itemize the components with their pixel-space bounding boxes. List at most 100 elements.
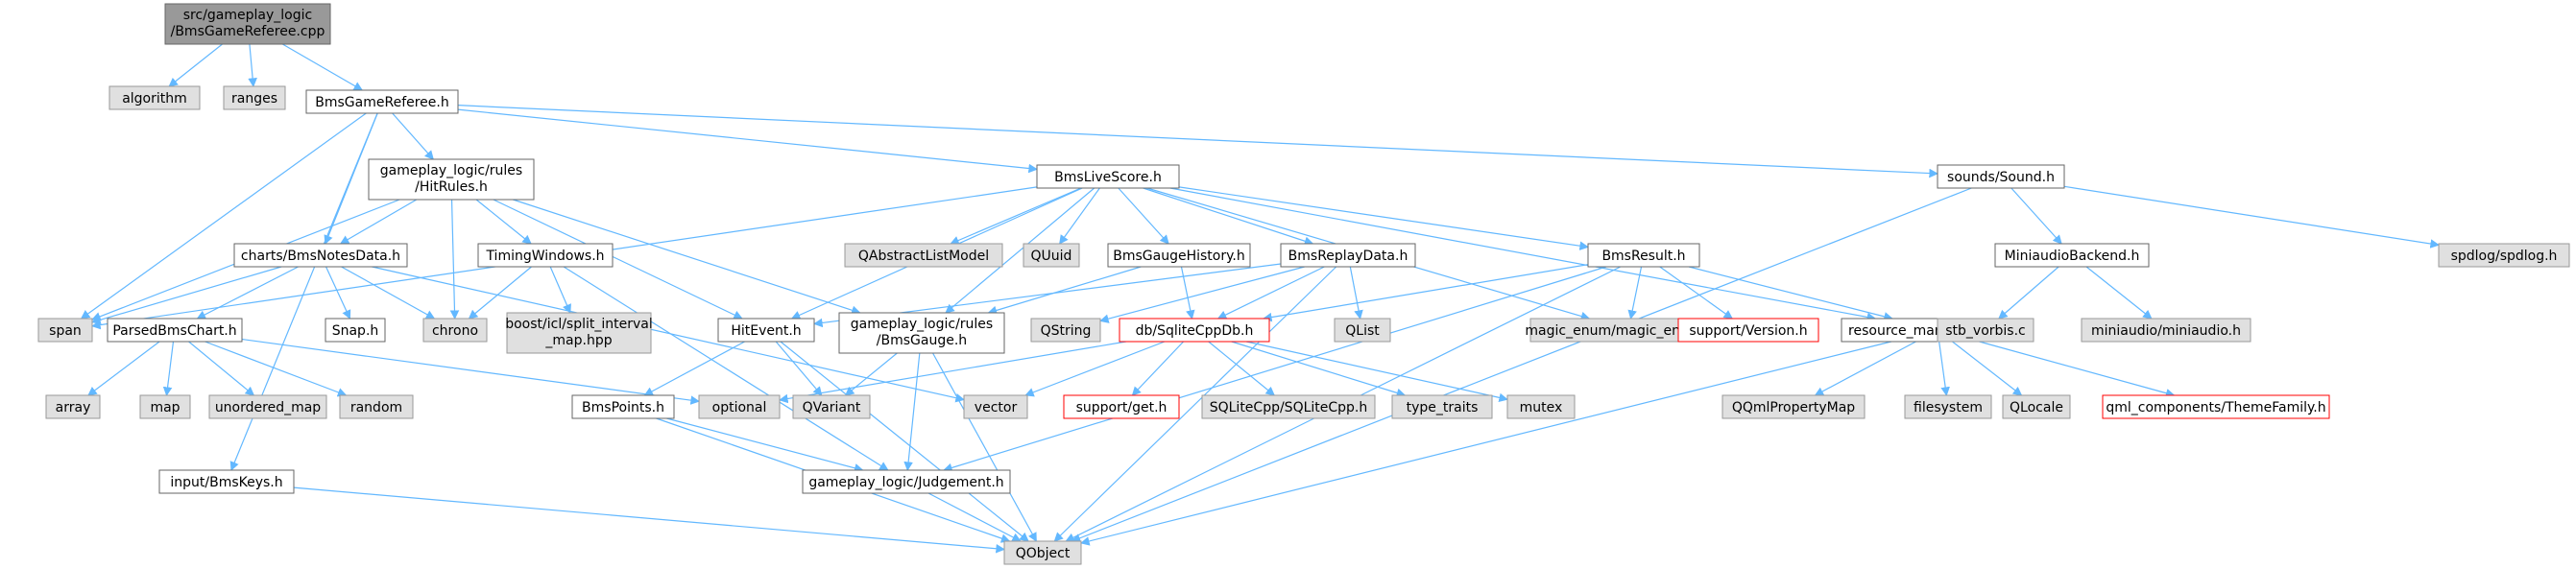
node-label-gaugehistory: BmsGaugeHistory.h	[1113, 249, 1244, 264]
node-gaugehistory[interactable]: BmsGaugeHistory.h	[1107, 243, 1251, 268]
node-judgement[interactable]: gameplay_logic/Judgement.h	[802, 469, 1011, 494]
node-box-unordered_map	[208, 394, 327, 419]
edge-parsedchart-to-array	[87, 341, 160, 396]
node-qlocale: QLocale	[2002, 394, 2071, 419]
node-box-sqlitedb	[1119, 318, 1270, 343]
edge-sound-to-spdlog	[2063, 185, 2440, 249]
node-box-vector	[963, 394, 1028, 419]
node-label-hitrules: gameplay_logic/rules	[380, 163, 522, 178]
node-box-referee_h	[305, 89, 459, 114]
node-box-qvariant	[792, 394, 871, 419]
node-parsedchart[interactable]: ParsedBmsChart.h	[107, 318, 243, 343]
node-bmspoints[interactable]: BmsPoints.h	[571, 394, 675, 419]
node-label-filesystem: filesystem	[1914, 400, 1983, 415]
node-label-algorithm: algorithm	[122, 91, 187, 107]
node-timingwindows[interactable]: TimingWindows.h	[477, 243, 614, 268]
edge-referee_h-to-hitrules	[392, 112, 434, 160]
node-version: support/Version.h	[1677, 318, 1819, 343]
node-label-boosticl: boost/icl/split_interval	[505, 317, 653, 332]
edge-bmspoints-to-judgement	[666, 417, 864, 473]
edge-parsedchart-to-unordered_map	[188, 341, 255, 396]
node-replaydata[interactable]: BmsReplayData.h	[1280, 243, 1416, 268]
node-qvariant: QVariant	[792, 394, 871, 419]
node-hitevent[interactable]: HitEvent.h	[717, 318, 815, 343]
edge-root-to-ranges	[248, 43, 257, 87]
node-result[interactable]: BmsResult.h	[1587, 243, 1700, 268]
edge-gaugehistory-to-sqlitedb	[1180, 266, 1195, 320]
edge-gaugehistory-to-gauge	[987, 266, 1142, 316]
edge-gauge-to-qvariant	[844, 352, 898, 396]
node-box-bmskeys	[158, 469, 295, 494]
edge-timingwindows-to-boosticl	[549, 266, 571, 314]
node-array: array	[45, 394, 101, 419]
node-label-span: span	[49, 323, 82, 339]
node-map: map	[139, 394, 191, 419]
node-box-livescore	[1036, 164, 1180, 189]
node-box-quuid	[1023, 243, 1080, 268]
node-label-sqlitedb: db/SqliteCppDb.h	[1136, 323, 1254, 339]
node-box-hitrules	[368, 158, 535, 201]
node-box-spdlog	[2438, 243, 2570, 268]
node-label-boosticl: _map.hpp	[544, 333, 612, 348]
edge-livescore-to-vars	[1169, 187, 1877, 322]
dependency-nodes: src/gameplay_logic/BmsGameReferee.cppalg…	[37, 3, 2570, 565]
node-box-random	[339, 394, 414, 419]
edge-result-to-judgement	[943, 266, 1607, 473]
node-sound[interactable]: sounds/Sound.h	[1937, 164, 2065, 189]
edge-vars-to-qobject	[1080, 341, 1891, 546]
node-bmskeys[interactable]: input/BmsKeys.h	[158, 469, 295, 494]
node-qabstract: QAbstractListModel	[844, 243, 1003, 268]
node-box-parsedchart	[107, 318, 243, 343]
node-livescore[interactable]: BmsLiveScore.h	[1036, 164, 1180, 189]
node-miniaudiobackend[interactable]: MiniaudioBackend.h	[1994, 243, 2150, 268]
node-label-referee_h: BmsGameReferee.h	[315, 95, 448, 110]
node-label-stbvorbis: stb_vorbis.c	[1945, 323, 2026, 339]
node-label-snap: Snap.h	[332, 323, 379, 339]
node-hitrules[interactable]: gameplay_logic/rules/HitRules.h	[368, 158, 535, 201]
edge-vars-to-themefamily	[1979, 341, 2176, 398]
edge-vars-to-qqmlprop	[1814, 341, 1916, 396]
node-label-miniaudio: miniaudio/miniaudio.h	[2091, 323, 2241, 339]
node-label-parsedchart: ParsedBmsChart.h	[112, 323, 236, 339]
node-box-boosticl	[506, 312, 652, 354]
node-box-qobject	[1003, 540, 1082, 565]
node-root[interactable]: src/gameplay_logic/BmsGameReferee.cpp	[164, 3, 331, 45]
edge-result-to-version	[1659, 266, 1734, 320]
node-notesdata[interactable]: charts/BmsNotesData.h	[233, 243, 408, 268]
node-label-unordered_map: unordered_map	[215, 400, 321, 415]
edge-result-to-magicenum	[1627, 266, 1643, 320]
node-span: span	[37, 318, 93, 343]
edge-sqlitedb-to-supportget	[1131, 341, 1185, 396]
node-box-bmspoints	[571, 394, 675, 419]
node-snap[interactable]: Snap.h	[325, 318, 386, 343]
node-box-mutex	[1506, 394, 1576, 419]
edge-parsedchart-to-random	[205, 341, 348, 397]
node-box-timingwindows	[477, 243, 614, 268]
node-label-version: support/Version.h	[1689, 323, 1807, 339]
node-label-timingwindows: TimingWindows.h	[485, 249, 604, 264]
edge-notesdata-to-parsedchart	[196, 266, 299, 320]
edge-sqlitedb-to-sqlitecpp	[1208, 341, 1276, 396]
node-filesystem: filesystem	[1904, 394, 1992, 419]
edge-hitrules-to-hitevent	[493, 199, 743, 320]
node-label-notesdata: charts/BmsNotesData.h	[241, 249, 400, 264]
node-referee_h[interactable]: BmsGameReferee.h	[305, 89, 459, 114]
node-qqmlprop: QQmlPropertyMap	[1721, 394, 1866, 419]
node-box-typetraits	[1391, 394, 1493, 419]
edge-bmskeys-to-qobject	[293, 486, 1005, 554]
node-box-chrono	[422, 318, 488, 343]
node-gauge[interactable]: gameplay_logic/rules/BmsGauge.h	[838, 312, 1005, 354]
edge-replaydata-to-qlist	[1349, 266, 1363, 320]
node-box-result	[1587, 243, 1700, 268]
node-box-qlocale	[2002, 394, 2071, 419]
edge-replaydata-to-qstring	[1099, 266, 1305, 323]
edge-vars-to-filesystem	[1938, 341, 1950, 396]
edge-referee_h-to-livescore	[457, 108, 1038, 174]
edge-sound-to-qobject	[1071, 187, 1972, 543]
node-label-optional: optional	[712, 400, 767, 415]
node-box-gauge	[838, 312, 1005, 354]
edge-livescore-to-replaydata	[1143, 187, 1314, 246]
edge-sqlitedb-to-typetraits	[1231, 341, 1407, 398]
edge-hitevent-to-bmspoints	[643, 341, 745, 396]
